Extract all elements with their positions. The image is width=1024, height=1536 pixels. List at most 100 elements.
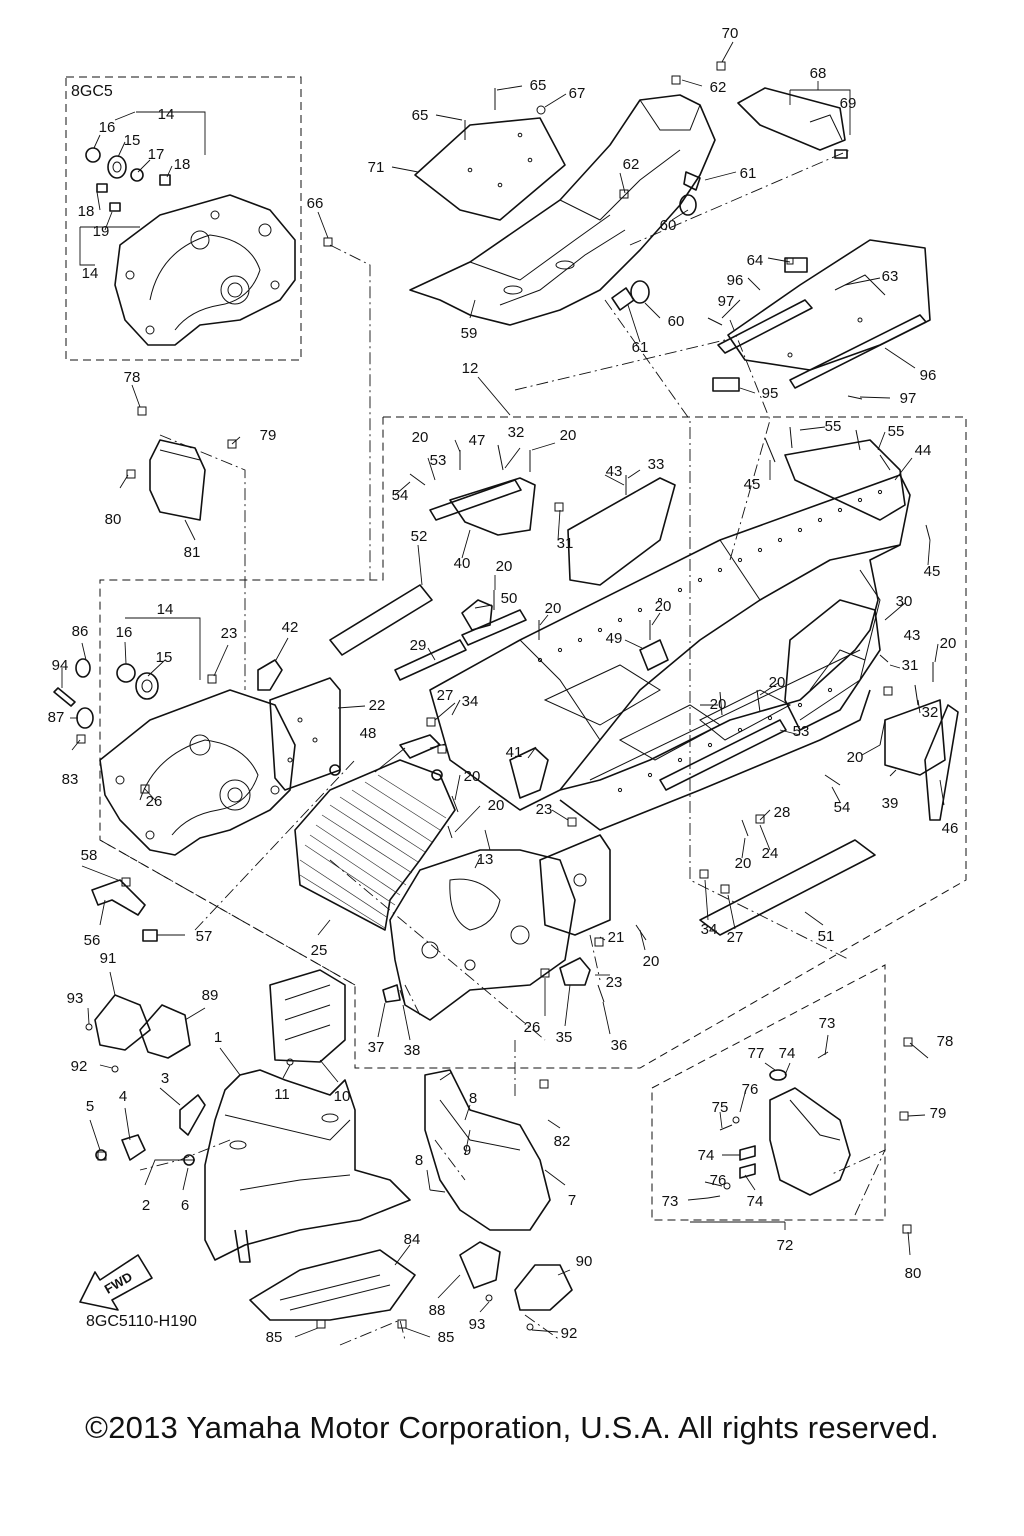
- callout-15: 15: [124, 132, 141, 149]
- front-plate-13: [389, 849, 576, 1021]
- callout-93: 93: [67, 990, 84, 1007]
- assembly-lines: [99, 149, 886, 1346]
- callout-74: 74: [779, 1045, 796, 1062]
- callout-20: 20: [412, 429, 429, 446]
- callout-96: 96: [920, 367, 937, 384]
- tunnel-rivet-holes: [537, 489, 883, 793]
- callout-22: 22: [369, 697, 386, 714]
- tunnel-side-panel-30: [784, 599, 881, 731]
- brackets-35-37: [382, 957, 591, 1003]
- callout-23: 23: [221, 625, 238, 642]
- callout-20: 20: [560, 427, 577, 444]
- callout-68: 68: [810, 65, 827, 82]
- lower-side-panel-7: [424, 1069, 551, 1231]
- callout-26: 26: [146, 793, 163, 810]
- callout-84: 84: [404, 1231, 421, 1248]
- callout-66: 66: [307, 195, 324, 212]
- footrest-brackets: [449, 477, 946, 776]
- callout-79: 79: [260, 427, 277, 444]
- callout-46: 46: [942, 820, 959, 837]
- subframe-bushings: [611, 171, 701, 311]
- callout-76: 76: [742, 1081, 759, 1098]
- callout-40: 40: [454, 555, 471, 572]
- callout-38: 38: [404, 1042, 421, 1059]
- drawing-number: 8GC5110-H190: [86, 1313, 197, 1330]
- callout-leaders: [61, 41, 945, 1338]
- callout-87: 87: [48, 709, 65, 726]
- callout-48: 48: [360, 725, 377, 742]
- callout-75: 75: [712, 1099, 729, 1116]
- air-duct-88-90: [459, 1241, 573, 1311]
- callout-12: 12: [462, 360, 479, 377]
- callout-65: 65: [412, 107, 429, 124]
- mount-bracket-42: [257, 659, 283, 691]
- callout-24: 24: [762, 845, 779, 862]
- callout-31: 31: [557, 535, 574, 552]
- callout-20: 20: [940, 635, 957, 652]
- callout-3: 3: [161, 1070, 169, 1087]
- tag-95: [712, 377, 740, 392]
- callout-71: 71: [368, 159, 385, 176]
- skid-plate-84: [249, 1249, 416, 1321]
- rear-step-bracket: [737, 87, 848, 159]
- seal-and-bearing-set-8gc5: [85, 147, 171, 212]
- callout-20: 20: [464, 768, 481, 785]
- callout-20: 20: [847, 749, 864, 766]
- callout-30: 30: [896, 593, 913, 610]
- callout-73: 73: [662, 1193, 679, 1210]
- callout-8: 8: [469, 1090, 477, 1107]
- running-boards: [329, 584, 876, 936]
- callout-29: 29: [410, 637, 427, 654]
- callout-37: 37: [368, 1039, 385, 1056]
- callout-28: 28: [774, 804, 791, 821]
- callout-36: 36: [611, 1037, 628, 1054]
- callout-20: 20: [735, 855, 752, 872]
- bearing-housing-8gc5: [114, 194, 296, 346]
- callout-23: 23: [606, 974, 623, 991]
- callout-14: 14: [82, 265, 99, 282]
- callout-20: 20: [710, 696, 727, 713]
- copyright-notice: ©2013 Yamaha Motor Corporation, U.S.A. A…: [85, 1410, 939, 1445]
- callout-69: 69: [840, 95, 857, 112]
- callout-59: 59: [461, 325, 478, 342]
- front-frame-1: [204, 1069, 411, 1263]
- callout-94: 94: [52, 657, 69, 674]
- callout-62: 62: [710, 79, 727, 96]
- mount-bracket-81: [149, 439, 206, 521]
- callout-50: 50: [501, 590, 518, 607]
- callout-34: 34: [462, 693, 479, 710]
- callout-45: 45: [924, 563, 941, 580]
- callout-54: 54: [834, 799, 851, 816]
- rear-subframe: [409, 94, 716, 326]
- callout-93: 93: [469, 1316, 486, 1333]
- callout-32: 32: [922, 704, 939, 721]
- callout-18: 18: [78, 203, 95, 220]
- frame-cover-10: [269, 969, 346, 1063]
- callout-72: 72: [777, 1237, 794, 1254]
- traction-strips: [394, 479, 959, 821]
- callout-31: 31: [902, 657, 919, 674]
- callout-57: 57: [196, 928, 213, 945]
- bracket-56-57: [91, 879, 158, 942]
- callout-20: 20: [545, 600, 562, 617]
- callout-58: 58: [81, 847, 98, 864]
- callout-20: 20: [496, 558, 513, 575]
- callout-74: 74: [747, 1193, 764, 1210]
- callout-15: 15: [156, 649, 173, 666]
- callout-1: 1: [214, 1029, 222, 1046]
- bulkhead-plate-22: [269, 677, 341, 791]
- callout-53: 53: [430, 452, 447, 469]
- rear-bracket-group-box: [651, 964, 886, 1221]
- subassembly-8gc5-box: [65, 76, 302, 361]
- callout-9: 9: [463, 1142, 471, 1159]
- rear-rails: [717, 299, 927, 389]
- callout-47: 47: [469, 432, 486, 449]
- callout-54: 54: [392, 487, 409, 504]
- callout-16: 16: [116, 624, 133, 641]
- callout-65: 65: [530, 77, 547, 94]
- callout-83: 83: [62, 771, 79, 788]
- callout-21: 21: [608, 929, 625, 946]
- callout-79: 79: [930, 1105, 947, 1122]
- callout-88: 88: [429, 1302, 446, 1319]
